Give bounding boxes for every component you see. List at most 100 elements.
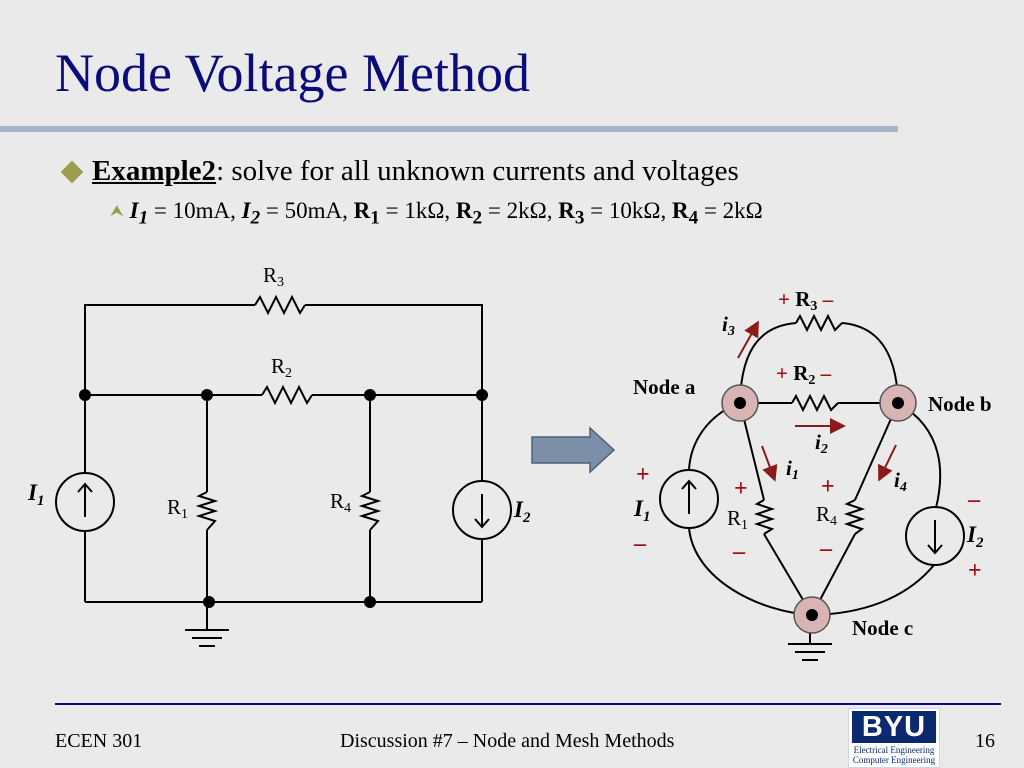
given-I1-sym: I [129, 198, 139, 223]
left-labels: R3 R2 R1 R4 I1 I2 [27, 263, 531, 526]
left-label-I1: I1 [27, 480, 44, 509]
given-I2-sub: 2 [250, 207, 261, 229]
right-label-i3: i3 [722, 312, 735, 339]
right-label-I1: I1 [633, 496, 650, 525]
left-label-R2: R2 [271, 354, 292, 381]
given-R3-sym: R [558, 198, 575, 223]
footer-course: ECEN 301 [55, 730, 143, 752]
left-node [201, 389, 213, 401]
given-R4-sub: 4 [688, 207, 699, 229]
polarity-R1-minus: – [732, 539, 746, 565]
given-I2-val: = 50mA, [260, 198, 354, 223]
example-text: : solve for all unknown currents and vol… [216, 155, 739, 187]
right-source-I2-arrow-icon [927, 520, 943, 555]
right-label-i4: i4 [894, 468, 907, 495]
given-R3-val: = 10kΩ, [584, 198, 672, 223]
label-node-c: Node c [852, 616, 913, 640]
byu-logo: BYU Electrical Engineering Computer Engi… [848, 708, 940, 768]
left-resistor-R4 [358, 491, 382, 531]
footer-topic: Discussion #7 – Node and Mesh Methods [340, 730, 675, 752]
right-node-c [806, 609, 818, 621]
byu-logo-line2: Computer Engineering [852, 755, 936, 765]
right-wire-I2 [811, 402, 942, 616]
current-arrow-i3 [737, 320, 759, 359]
polarity-I2-minus: – [967, 487, 981, 513]
left-source-I1-arrow-icon [77, 482, 93, 517]
right-node-a [734, 397, 746, 409]
right-current-arrows [737, 320, 897, 482]
left-source-I2 [452, 480, 512, 540]
polarity-I1-minus: – [633, 531, 647, 557]
given-R2-val: = 2kΩ, [482, 198, 559, 223]
right-label-R3: + R3 – [778, 287, 834, 314]
left-label-R3: R3 [263, 263, 284, 290]
left-label-R1: R1 [167, 495, 188, 522]
left-label-I2: I2 [513, 497, 531, 526]
right-resistor-R4 [843, 499, 866, 535]
label-node-a: Node a [633, 375, 696, 399]
slide-title: Node Voltage Method [55, 43, 530, 103]
left-node [79, 389, 91, 401]
given-R4-sym: R [671, 198, 689, 223]
given-R1-sym: R [353, 198, 371, 223]
left-ground-icon [185, 602, 229, 647]
right-label-i1: i1 [786, 456, 799, 483]
left-wire-top [84, 304, 255, 395]
current-arrow-i1 [761, 445, 778, 482]
given-I2-sym: I [241, 198, 251, 223]
right-resistor-R1 [753, 499, 776, 535]
left-resistor-R1 [195, 491, 219, 531]
bullet-example: Example2: solve for all unknown currents… [60, 157, 739, 186]
byu-logo-subtitle: Electrical Engineering Computer Engineer… [849, 745, 939, 765]
given-I1-sub: 1 [138, 207, 149, 229]
left-resistor-R2 [261, 384, 313, 406]
polarity-R4-plus: + [821, 474, 835, 500]
left-circuit [55, 294, 512, 647]
left-node [476, 389, 488, 401]
right-polarity-marks: + – + – + – – + [633, 462, 982, 584]
right-labels: Node a Node b Node c + R3 – + R2 – R1 R4… [633, 287, 992, 640]
right-source-I1 [659, 469, 719, 529]
given-R4-val: = 2kΩ [698, 198, 763, 223]
right-resistor-R2 [791, 393, 839, 413]
right-wire-R1 [739, 402, 813, 616]
left-node [203, 596, 215, 608]
right-nodes [721, 384, 917, 634]
footer-page-number: 16 [975, 730, 995, 752]
byu-logo-line1: Electrical Engineering [853, 745, 935, 755]
title-divider [0, 126, 898, 132]
right-resistor-R3 [795, 313, 843, 333]
left-node [364, 596, 376, 608]
current-arrow-i4 [878, 444, 897, 482]
left-label-R4: R4 [330, 489, 351, 516]
givens-line: ⮝I1 = 10mA, I2 = 50mA, R1 = 1kΩ, R2 = 2k… [110, 199, 763, 228]
given-R2-sym: R [455, 198, 473, 223]
right-label-i2: i2 [815, 430, 828, 457]
given-R1-sub: 1 [370, 207, 380, 229]
left-resistor-R3 [254, 294, 306, 316]
left-nodes [79, 389, 488, 608]
right-label-R2: + R2 – [776, 361, 832, 388]
polarity-R4-minus: – [819, 536, 833, 562]
right-node-b [892, 397, 904, 409]
left-source-I1 [55, 472, 115, 532]
given-R1-val: = 1kΩ, [379, 198, 456, 223]
right-source-I1-arrow-icon [681, 479, 697, 514]
right-source-I2 [905, 506, 965, 566]
left-node [364, 389, 376, 401]
right-label-R4: R4 [816, 502, 837, 529]
given-R3-sub: 3 [574, 207, 585, 229]
given-R2-sub: 2 [472, 207, 483, 229]
polarity-I2-plus: + [968, 558, 982, 584]
byu-logo-mark: BYU [852, 711, 936, 743]
polarity-I1-plus: + [636, 462, 650, 488]
transform-arrow-icon [531, 426, 616, 474]
left-wire-top-right [305, 304, 483, 395]
polarity-R1-plus: + [734, 476, 748, 502]
given-I1-val: = 10mA, [148, 198, 242, 223]
left-source-I2-arrow-icon [474, 494, 490, 529]
label-node-b: Node b [928, 392, 992, 416]
sub-bullet-arrow-icon: ⮝ [110, 203, 124, 220]
right-label-I2: I2 [966, 522, 984, 551]
